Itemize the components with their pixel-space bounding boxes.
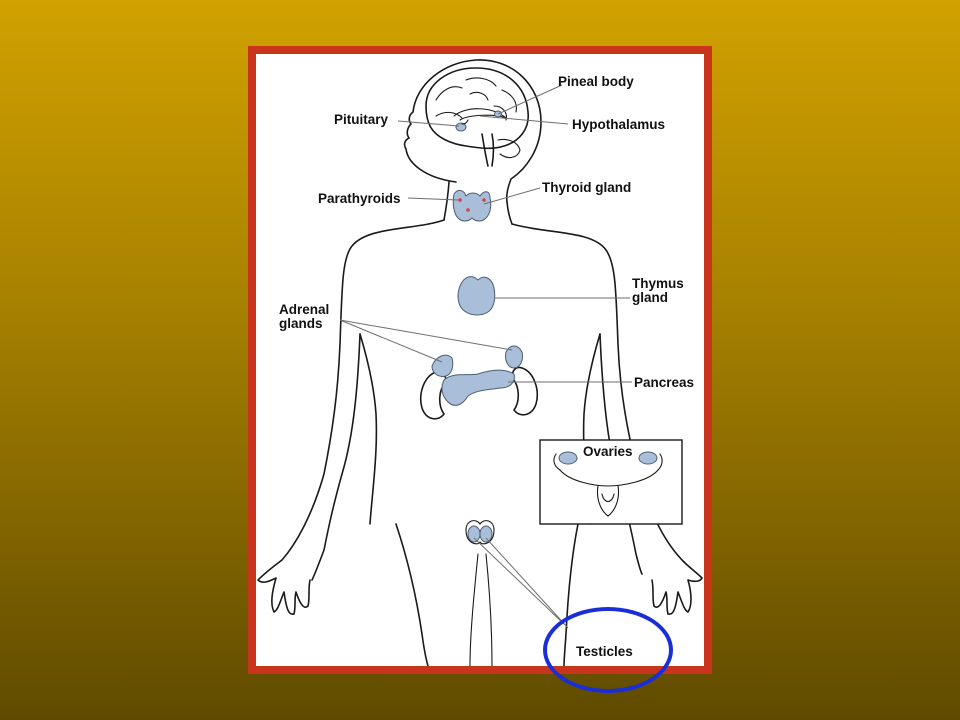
left-adrenal-gland — [431, 354, 454, 377]
right-adrenal-gland — [505, 345, 523, 369]
right-hand — [651, 561, 703, 615]
brain-outline — [425, 67, 529, 150]
endocrine-diagram: Pineal body Pituitary Hypothalamus Thyro… — [257, 59, 703, 666]
body-outline — [257, 59, 703, 666]
parathyroid-dot-3 — [466, 208, 470, 212]
ovaries-inset — [539, 439, 683, 525]
label-thymus-line2: gland — [632, 290, 668, 305]
brain-stem — [481, 133, 495, 167]
leader-pituitary — [397, 120, 460, 127]
right-ovary — [638, 451, 658, 465]
label-pineal-body: Pineal body — [558, 74, 634, 89]
label-hypothalamus: Hypothalamus — [572, 117, 665, 132]
left-testicle — [467, 525, 481, 543]
head-outline — [403, 59, 542, 203]
fallopian-tube-right — [657, 453, 663, 471]
right-kidney — [511, 366, 538, 416]
neck-right — [506, 201, 513, 225]
pituitary-stalk — [461, 119, 469, 125]
labels: Pineal body Pituitary Hypothalamus Thyro… — [279, 74, 694, 659]
label-thymus-line1: Thymus — [632, 276, 684, 291]
thymus-gland-shape — [457, 276, 496, 316]
inner-leg-right — [485, 553, 493, 666]
left-hand — [257, 559, 311, 615]
pancreas-shape — [441, 369, 515, 406]
label-adrenal-line1: Adrenal — [279, 302, 329, 317]
thyroid-gland-shape — [452, 189, 492, 222]
diagram-panel: Pineal body Pituitary Hypothalamus Thyro… — [256, 54, 704, 666]
fallopian-tube-left — [553, 453, 561, 471]
left-kidney — [420, 370, 447, 420]
label-pancreas: Pancreas — [634, 375, 694, 390]
cerebellum — [497, 138, 521, 159]
parathyroid-dot-2 — [482, 198, 486, 202]
label-parathyroids: Parathyroids — [318, 191, 401, 206]
neck-left — [443, 181, 450, 221]
leader-testicle-right — [485, 537, 569, 629]
label-thyroid-gland: Thyroid gland — [542, 180, 631, 195]
pituitary-gland — [455, 122, 467, 132]
leader-adrenal-left — [339, 319, 443, 363]
brain — [425, 67, 529, 167]
label-pituitary: Pituitary — [334, 112, 389, 127]
testicles-highlight-ring — [543, 607, 673, 693]
scrotum-outline — [465, 520, 495, 545]
left-leg — [395, 523, 429, 666]
leader-hypothalamus — [479, 115, 569, 125]
inner-leg-left — [469, 553, 479, 666]
parathyroid-dot-1 — [458, 198, 462, 202]
leader-lines — [339, 84, 632, 629]
left-ovary — [558, 451, 578, 465]
left-arm-outer — [281, 219, 445, 561]
brain-folds — [435, 77, 517, 121]
torso-left — [359, 333, 378, 525]
label-adrenal-line2: glands — [279, 316, 323, 331]
leader-parathyroids — [407, 197, 459, 201]
uterus-outline — [559, 469, 659, 517]
left-arm-inner — [311, 333, 361, 581]
leader-adrenal-right — [339, 319, 513, 351]
label-ovaries: Ovaries — [583, 444, 633, 459]
right-testicle — [479, 525, 493, 543]
diagram-frame: Pineal body Pituitary Hypothalamus Thyro… — [248, 46, 712, 674]
leader-testicle-left — [473, 537, 565, 625]
leader-pineal — [497, 84, 563, 115]
leader-thyroid — [483, 187, 541, 205]
